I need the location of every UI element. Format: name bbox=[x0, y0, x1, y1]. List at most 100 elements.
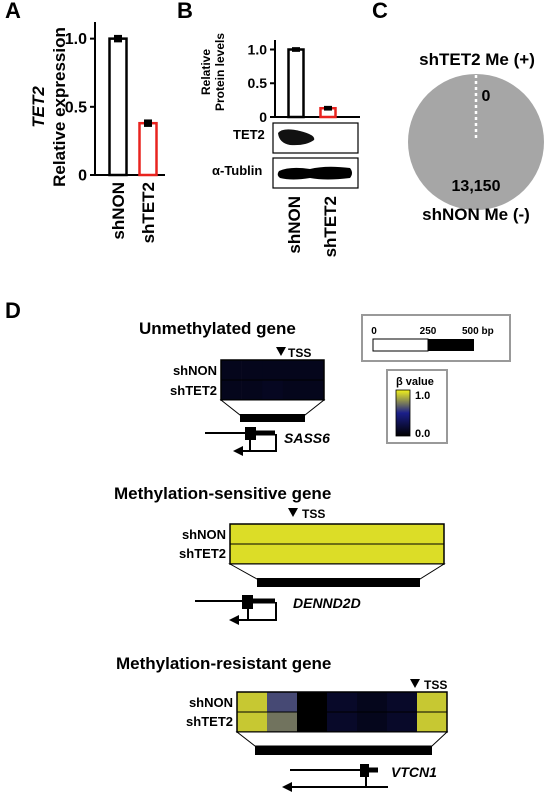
panel-b-ylabel-2: Protein levels bbox=[213, 33, 227, 111]
exon-box bbox=[242, 595, 253, 609]
arrowhead-icon bbox=[229, 615, 239, 625]
tss-label-resistant: TSS bbox=[424, 678, 447, 692]
gene-name-sass6: SASS6 bbox=[284, 430, 330, 446]
panel-a-ytick-label: 0.5 bbox=[65, 99, 87, 116]
panel-a-ylabel: Relative expression bbox=[50, 27, 69, 187]
beta-legend-gradient bbox=[395, 389, 411, 437]
heatmap-cell bbox=[237, 712, 268, 732]
blot-band-tubulin bbox=[277, 166, 352, 180]
zoom-trapezoid bbox=[228, 563, 446, 580]
heatmap-cell bbox=[241, 380, 263, 400]
panel-b-bar-shnon bbox=[287, 48, 305, 119]
blot-band-tet2 bbox=[278, 129, 315, 146]
pie-bottom-value: 13,150 bbox=[452, 178, 501, 195]
tss-marker-icon bbox=[288, 508, 298, 517]
row-label-shnon: shNON bbox=[189, 695, 233, 710]
panel-a-error-bar bbox=[144, 119, 152, 127]
row-label-shnon: shNON bbox=[182, 527, 226, 542]
panel-label-d: D bbox=[5, 298, 21, 323]
row-label-shnon: shNON bbox=[173, 363, 217, 378]
tss-arrow-icon bbox=[365, 777, 388, 788]
gene-methylation-sensitive: Methylation-sensitive gene TSS shNON shT… bbox=[114, 484, 446, 625]
arrowhead-icon bbox=[233, 446, 243, 456]
panel-b-ylabel-1: Relative bbox=[199, 49, 213, 95]
panel-b-error-bar bbox=[292, 47, 300, 52]
panel-a-ytick-label: 0 bbox=[78, 168, 87, 185]
tss-label-sensitive: TSS bbox=[302, 507, 325, 521]
heatmap-cell bbox=[221, 360, 242, 380]
scale-bar-tick-500: 500 bp bbox=[462, 326, 494, 337]
scale-bar-white bbox=[372, 338, 429, 352]
heatmap-cell bbox=[357, 692, 388, 712]
blot-label-tubulin: α-Tublin bbox=[212, 163, 262, 178]
heatmap-cell bbox=[417, 692, 448, 712]
tss-arrow-icon bbox=[247, 602, 277, 621]
heatmap-cell bbox=[230, 524, 445, 544]
panel-a-ytick-label: 1.0 bbox=[65, 31, 87, 48]
heatmap-cell bbox=[327, 692, 358, 712]
blot-label-tet2: TET2 bbox=[233, 127, 265, 142]
panel-b-xtick-shtet2: shTET2 bbox=[321, 196, 340, 257]
heatmap-cell bbox=[387, 692, 418, 712]
panel-b-error-bar bbox=[324, 105, 332, 111]
scale-bar-frame bbox=[361, 314, 511, 362]
panel-a: A TET2 Relative expression 0 0.5 1.0 shNON… bbox=[5, 0, 165, 243]
panel-b: B Relative Protein levels 00.51.0 TET2 α… bbox=[177, 0, 360, 257]
panel-b-ytick-label: 0.5 bbox=[248, 75, 268, 91]
region-bar bbox=[240, 414, 305, 422]
heatmap-cell bbox=[267, 692, 298, 712]
panel-a-error-bar bbox=[114, 34, 122, 43]
pie-top-label: shTET2 Me (+) bbox=[419, 50, 535, 69]
heatmap-cell bbox=[282, 360, 304, 380]
gene-methylation-resistant: Methylation-resistant gene TSS shNON shT… bbox=[116, 654, 449, 792]
gene-unmethylated: Unmethylated gene TSS shNON shTET2 SASS6 bbox=[139, 319, 330, 456]
beta-legend-min: 0.0 bbox=[415, 428, 430, 440]
panel-label-a: A bbox=[5, 0, 21, 23]
heatmap-cell bbox=[241, 360, 263, 380]
heatmap-cell bbox=[230, 544, 445, 564]
panel-label-c: C bbox=[372, 0, 388, 23]
region-bar bbox=[257, 578, 420, 587]
scale-bar-black bbox=[428, 339, 474, 351]
tss-arrow-icon bbox=[249, 434, 277, 452]
tss-marker-icon bbox=[276, 347, 286, 356]
heatmap-cell bbox=[357, 712, 388, 732]
scale-bar-tick-250: 250 bbox=[420, 326, 437, 337]
panel-a-bar-shnon bbox=[108, 37, 128, 177]
row-label-shtet2: shTET2 bbox=[186, 714, 233, 729]
gene-title-resistant: Methylation-resistant gene bbox=[116, 654, 331, 673]
heatmap-cell bbox=[303, 380, 325, 400]
panel-label-b: B bbox=[177, 0, 193, 23]
gene-name-vtcn1: VTCN1 bbox=[391, 764, 437, 780]
heatmap-cell bbox=[297, 692, 328, 712]
heatmap-cell bbox=[262, 360, 284, 380]
heatmap-cell bbox=[267, 712, 298, 732]
panel-d: D 0 250 500 bp β value 1.0 0.0 Unmethyla… bbox=[5, 298, 511, 792]
heatmap-cell bbox=[387, 712, 418, 732]
heatmap-cell bbox=[282, 380, 304, 400]
heatmap-cell bbox=[297, 712, 328, 732]
heatmap-cell bbox=[417, 712, 448, 732]
gene-title-unmethylated: Unmethylated gene bbox=[139, 319, 296, 338]
gene-name-dennd2d: DENND2D bbox=[293, 595, 361, 611]
heatmap-cell bbox=[262, 380, 284, 400]
region-bar bbox=[255, 746, 432, 755]
panel-b-ytick-label: 1.0 bbox=[248, 41, 268, 57]
pie-top-value: 0 bbox=[482, 88, 491, 105]
panel-c: C shTET2 Me (+) 0 13,150 shNON Me (-) bbox=[372, 0, 544, 224]
panel-a-ylabel-gene: TET2 bbox=[29, 86, 48, 128]
exon-box bbox=[360, 764, 369, 777]
pie-bottom-label: shNON Me (-) bbox=[422, 205, 530, 224]
row-label-shtet2: shTET2 bbox=[179, 546, 226, 561]
heatmap-cell bbox=[237, 692, 268, 712]
scale-bar-tick-0: 0 bbox=[371, 326, 377, 337]
arrowhead-icon bbox=[282, 782, 292, 792]
zoom-trapezoid bbox=[219, 399, 326, 416]
panel-a-bar-shtet2 bbox=[138, 121, 158, 177]
panel-a-xtick-shnon: shNON bbox=[109, 182, 128, 240]
row-label-shtet2: shTET2 bbox=[170, 383, 217, 398]
beta-legend-title: β value bbox=[396, 376, 434, 388]
heatmap-cell bbox=[221, 380, 242, 400]
gene-title-sensitive: Methylation-sensitive gene bbox=[114, 484, 331, 503]
